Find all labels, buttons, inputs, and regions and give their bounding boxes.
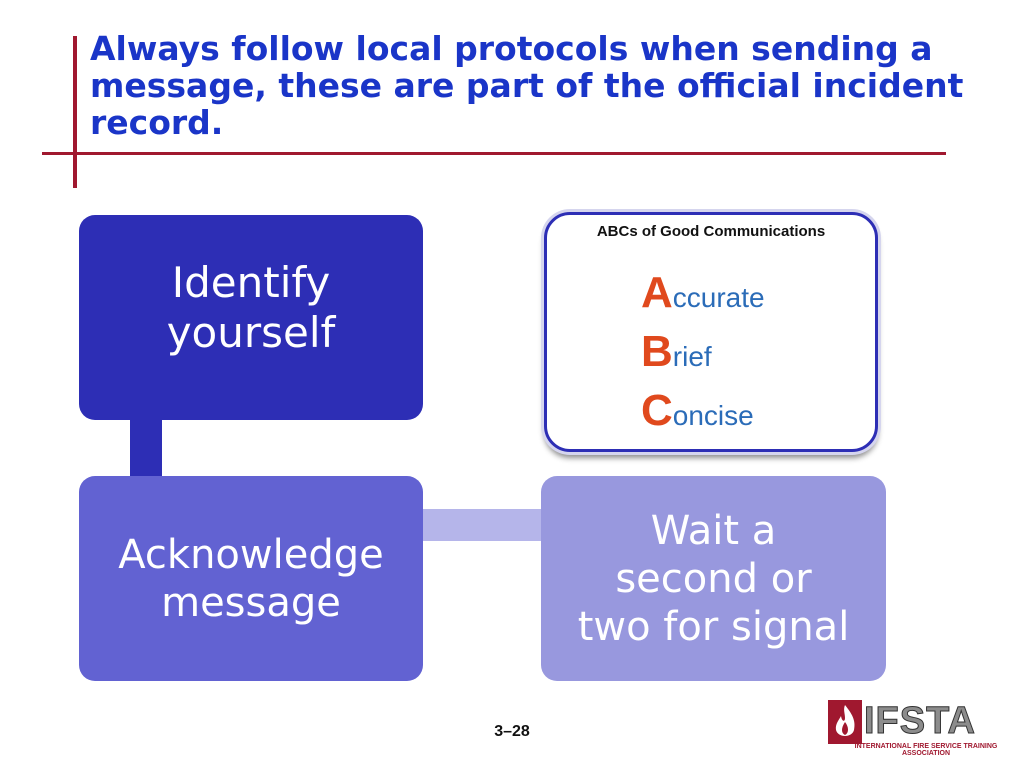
flow-step-wait-for-signal: Wait a second or two for signal xyxy=(541,476,886,681)
logo-wordmark: IFSTA xyxy=(864,700,976,743)
abc-item-brief: Brief xyxy=(641,330,712,377)
title-vertical-rule xyxy=(73,36,77,188)
abc-letter: B xyxy=(641,327,673,376)
flame-icon xyxy=(828,700,862,744)
flow-step-acknowledge-message: Acknowledge message xyxy=(79,476,423,681)
abc-item-concise: Concise xyxy=(641,389,754,436)
title-horizontal-rule xyxy=(42,152,946,155)
flow-step-identify-yourself: Identify yourself xyxy=(79,215,423,420)
abc-word: oncise xyxy=(672,400,754,431)
flow-connector-horizontal xyxy=(423,509,541,541)
logo-tagline: INTERNATIONAL FIRE SERVICE TRAINING ASSO… xyxy=(854,743,998,757)
ifsta-logo: IFSTA INTERNATIONAL FIRE SERVICE TRAININ… xyxy=(826,700,1018,758)
flow-step-label: Identify yourself xyxy=(166,257,336,357)
flow-connector-vertical xyxy=(130,420,162,476)
abc-letter: A xyxy=(641,268,673,317)
abc-item-accurate: Accurate xyxy=(641,271,765,318)
abc-word: rief xyxy=(672,341,712,372)
page-number: 3–28 xyxy=(494,723,530,740)
abc-word: ccurate xyxy=(672,282,765,313)
flow-step-label: Wait a second or two for signal xyxy=(577,507,850,650)
slide-title: Always follow local protocols when sendi… xyxy=(90,29,964,142)
abc-card-title: ABCs of Good Communications xyxy=(596,223,826,240)
abc-communications-card: ABCs of Good Communications Accurate Bri… xyxy=(544,212,878,452)
abc-letter: C xyxy=(641,386,673,435)
flow-step-label: Acknowledge message xyxy=(118,531,384,626)
